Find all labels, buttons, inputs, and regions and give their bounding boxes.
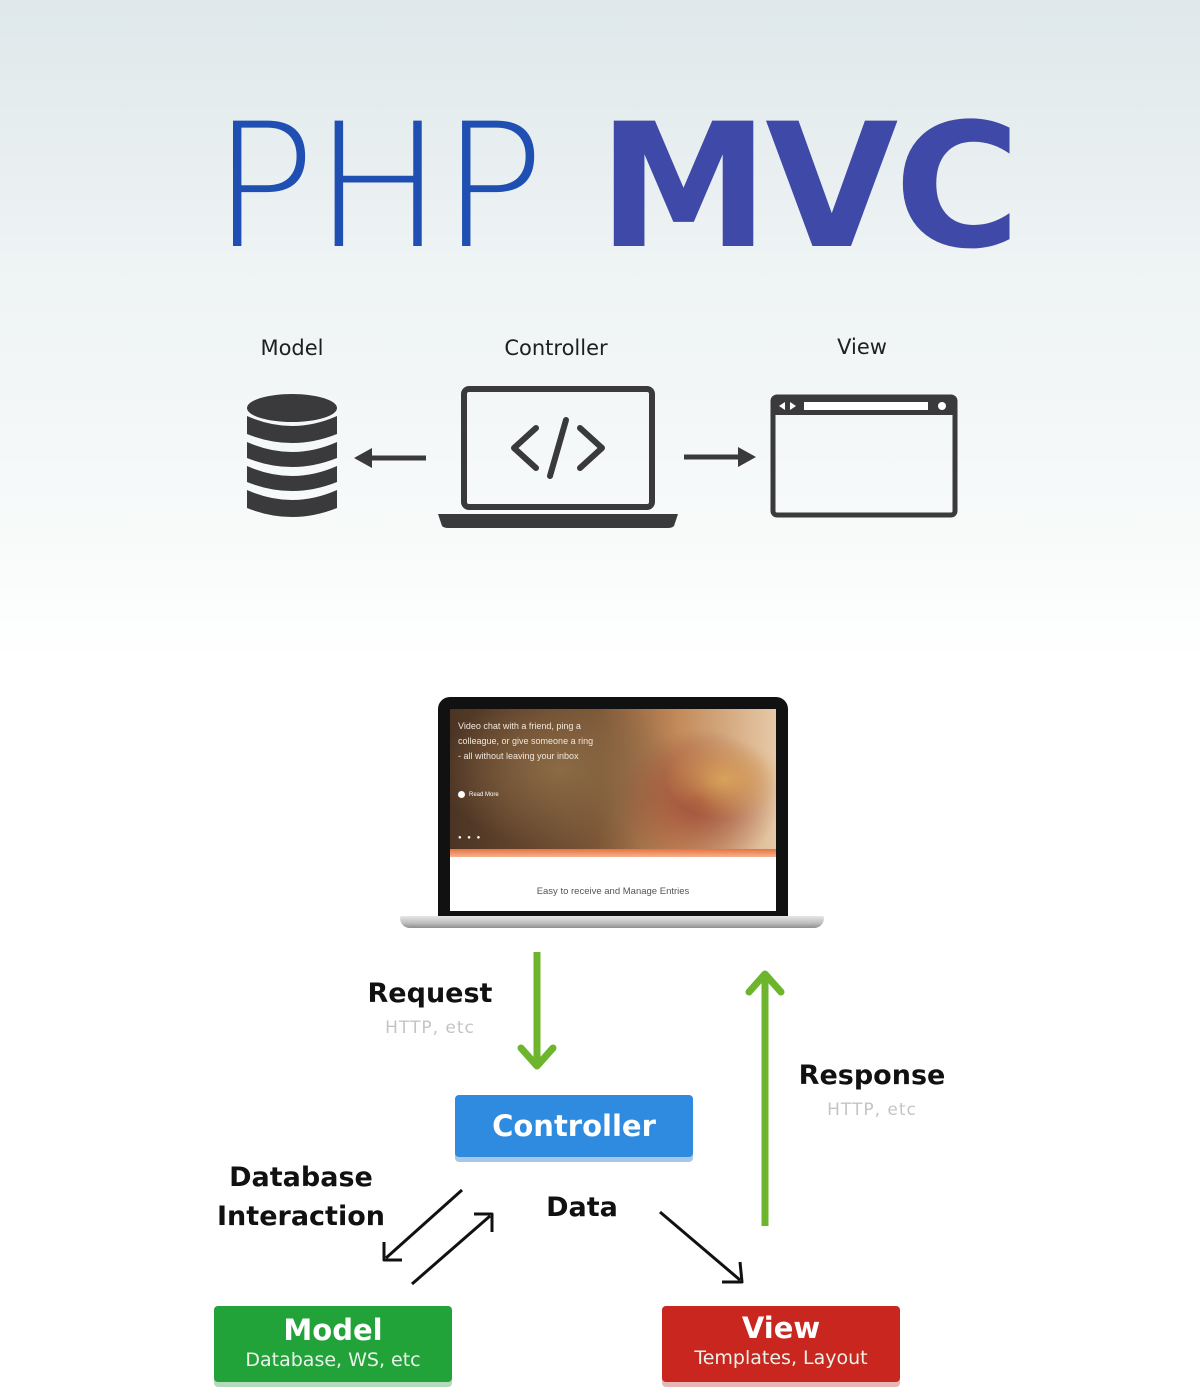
model-box: Model Database, WS, etc — [214, 1306, 452, 1382]
page-title: PHP MVC — [212, 100, 1021, 270]
browser-window-icon — [770, 394, 958, 518]
top-model-label: Model — [260, 336, 324, 360]
play-icon — [458, 791, 465, 798]
read-more-label: Read More — [469, 791, 499, 798]
top-controller-label: Controller — [504, 336, 608, 360]
view-box: View Templates, Layout — [662, 1306, 900, 1382]
data-label: Data — [546, 1192, 618, 1223]
top-view-label: View — [837, 335, 887, 359]
laptop-screen: Video chat with a friend, ping a colleag… — [438, 697, 788, 919]
view-box-title: View — [741, 1311, 821, 1345]
model-box-title: Model — [283, 1313, 383, 1347]
hero-caption: Video chat with a friend, ping a colleag… — [458, 721, 594, 761]
request-sub: HTTP, etc — [385, 1018, 475, 1038]
top-arrow-right-icon — [684, 447, 756, 467]
request-label: Request — [367, 978, 493, 1009]
database-icon — [247, 394, 337, 517]
request-arrow-icon — [517, 952, 557, 1070]
model-box-sub: Database, WS, etc — [245, 1349, 421, 1371]
carousel-dots[interactable]: ● ● ● — [458, 835, 483, 841]
laptop-base — [400, 916, 824, 928]
top-arrow-left-icon — [354, 448, 426, 468]
view-box-sub: Templates, Layout — [694, 1347, 868, 1369]
title-php: PHP — [212, 100, 543, 270]
response-label: Response — [798, 1060, 946, 1091]
read-more-button[interactable]: Read More — [458, 791, 499, 798]
db-interaction-line1: Database — [229, 1162, 373, 1193]
laptop-code-icon — [438, 386, 678, 528]
controller-box: Controller — [455, 1095, 693, 1157]
orange-band — [450, 849, 776, 857]
response-sub: HTTP, etc — [827, 1100, 917, 1120]
db-interaction-label: Database Interaction — [196, 1158, 406, 1236]
laptop-display: Video chat with a friend, ping a colleag… — [450, 709, 776, 911]
db-interaction-arrows-icon — [382, 1188, 494, 1286]
laptop-footer-text: Easy to receive and Manage Entries — [536, 886, 690, 897]
response-arrow-icon — [745, 970, 785, 1226]
controller-box-title: Controller — [492, 1109, 656, 1143]
title-mvc: MVC — [598, 100, 1017, 270]
hero-photo: Video chat with a friend, ping a colleag… — [450, 709, 776, 849]
db-interaction-line2: Interaction — [217, 1201, 385, 1232]
data-arrow-icon — [659, 1210, 744, 1284]
